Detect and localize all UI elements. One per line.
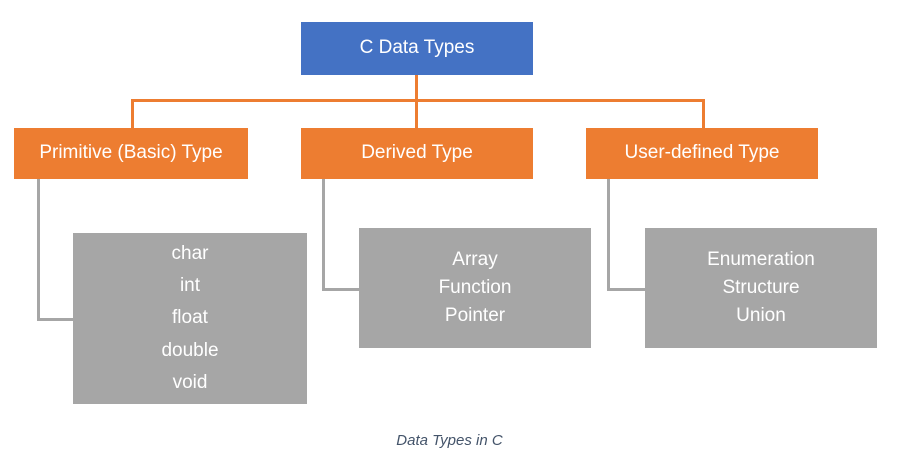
connector-drop-primitive xyxy=(131,99,134,129)
node-user-defined-type: User-defined Type xyxy=(586,128,818,179)
connector-root-stem xyxy=(415,75,418,102)
node-label: Primitive (Basic) Type xyxy=(39,142,223,164)
connector-horizontal-bus xyxy=(131,99,705,102)
node-label: User-defined Type xyxy=(624,142,780,164)
connector-elbow-primitive-horizontal xyxy=(37,318,76,321)
list-item: void xyxy=(172,371,208,393)
node-user-defined-members: Enumeration Structure Union xyxy=(645,228,877,348)
node-label: Derived Type xyxy=(361,142,473,164)
connector-elbow-user-defined-vertical xyxy=(607,179,610,291)
connector-elbow-derived-vertical xyxy=(322,179,325,291)
list-item: Enumeration xyxy=(707,248,815,270)
node-label: C Data Types xyxy=(359,37,475,59)
connector-elbow-primitive-vertical xyxy=(37,179,40,321)
list-item: int xyxy=(179,275,201,297)
figure-caption: Data Types in C xyxy=(396,432,503,449)
list-item: Structure xyxy=(722,276,800,298)
list-item: float xyxy=(172,307,208,329)
node-primitive-basic-type: Primitive (Basic) Type xyxy=(14,128,248,179)
node-c-data-types: C Data Types xyxy=(301,22,533,75)
connector-drop-derived xyxy=(415,99,418,129)
list-item: Array xyxy=(452,248,498,270)
list-item: Function xyxy=(438,276,512,298)
connector-elbow-user-defined-horizontal xyxy=(607,288,648,291)
connector-drop-user-defined xyxy=(702,99,705,129)
list-item: double xyxy=(161,339,219,361)
node-derived-members: Array Function Pointer xyxy=(359,228,591,348)
list-item: char xyxy=(171,242,209,264)
list-item: Pointer xyxy=(444,305,506,327)
node-derived-type: Derived Type xyxy=(301,128,533,179)
connector-elbow-derived-horizontal xyxy=(322,288,362,291)
list-item: Union xyxy=(736,305,786,327)
node-primitive-members: char int float double void xyxy=(73,233,307,404)
